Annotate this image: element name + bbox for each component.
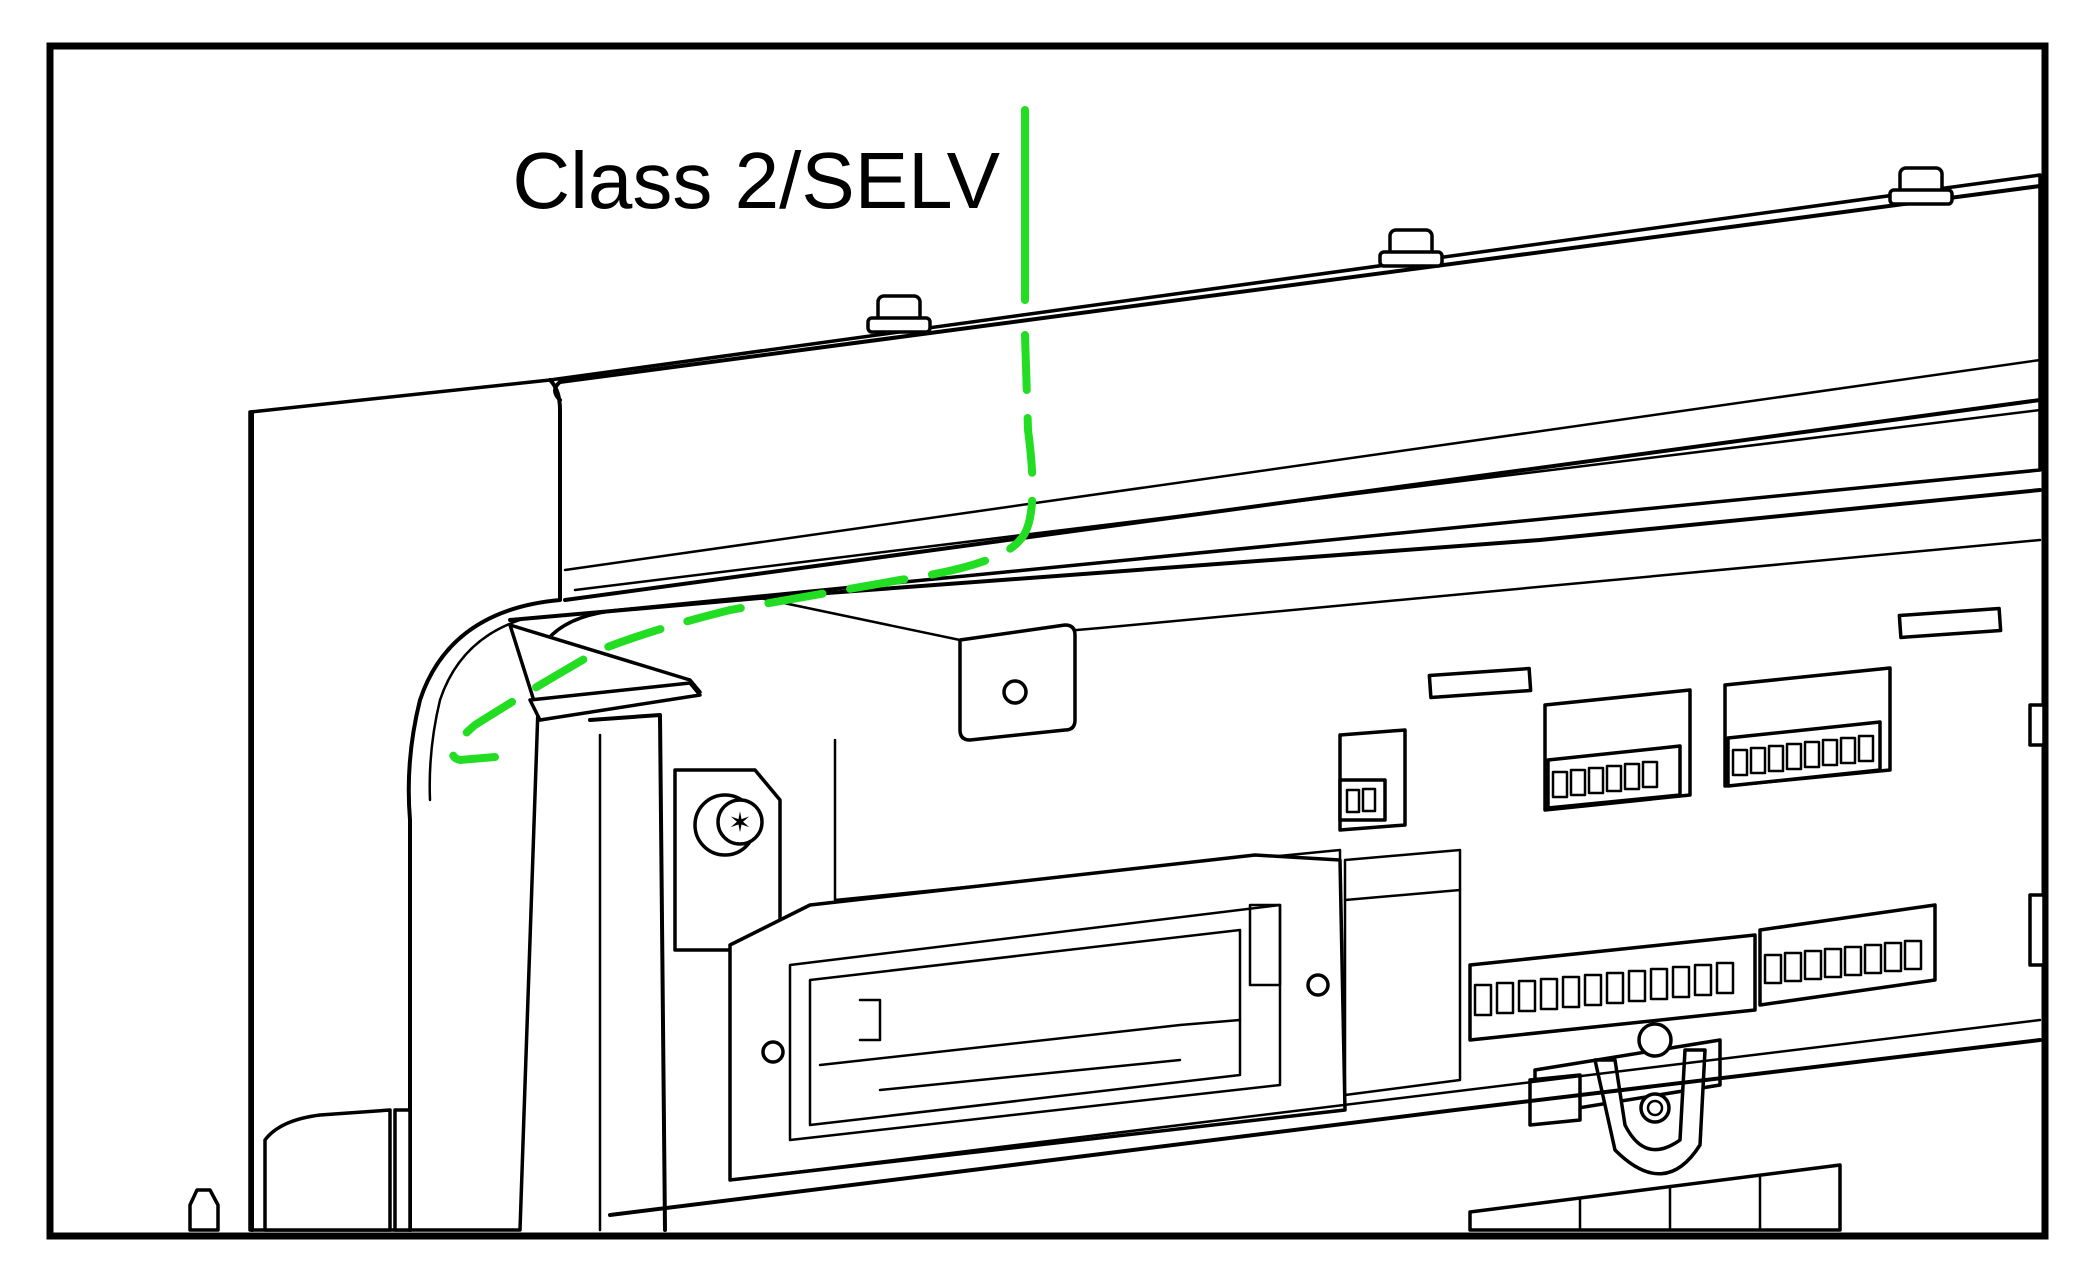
connector-2pin	[1338, 728, 1407, 832]
top-panel-ridge-2	[573, 408, 2042, 592]
torx-screw: ✶	[673, 768, 782, 952]
bottom-left-tab	[188, 1188, 220, 1232]
left-inner-curve	[428, 618, 522, 802]
top-panel-ridge	[563, 358, 2042, 572]
connector-8pin	[1723, 666, 1892, 788]
cable-route	[448, 106, 1037, 765]
bolt-top-2	[1378, 228, 1444, 268]
chassis-bottom-edge	[608, 1038, 2042, 1217]
chassis-right-block-shelf	[1343, 888, 1462, 902]
edge-connector-2	[2028, 893, 2046, 967]
cable-route-dashed	[448, 331, 1037, 765]
connector-6pin	[1543, 688, 1692, 812]
chassis-right-block	[1343, 848, 1462, 1097]
bottom-left-tab-2	[393, 1108, 412, 1232]
svg-text:✶: ✶	[728, 806, 751, 839]
bottom-left-bracket	[263, 1108, 392, 1232]
top-panel-lip	[558, 184, 2042, 384]
chassis-bottom-edge-2	[728, 1018, 2042, 1182]
terminal-strip-8pin	[1758, 903, 1937, 1007]
vent-slot-2	[1897, 606, 2003, 640]
diagram-frame	[46, 42, 2049, 1240]
bolt-top-3	[1888, 166, 1954, 206]
left-curved-corner	[406, 378, 562, 1232]
mounting-bracket	[958, 623, 1077, 742]
chassis-left-wall	[588, 713, 667, 1232]
circuit-class-label: Class 2/SELV	[512, 136, 1000, 225]
lower-connector-row	[1468, 1163, 1842, 1232]
cable-guide-tab-2	[528, 681, 702, 722]
enclosure-drawing: ✶	[188, 166, 2046, 1232]
bolt-top-1	[866, 294, 932, 334]
edge-connector-1	[2028, 703, 2046, 747]
card-drawer	[728, 853, 1347, 1182]
inner-chassis-top	[508, 488, 2042, 622]
terminal-strip-12pin	[1468, 933, 1757, 1042]
cable-clamp	[1528, 1022, 1722, 1176]
vent-slot-1	[1427, 666, 1533, 700]
